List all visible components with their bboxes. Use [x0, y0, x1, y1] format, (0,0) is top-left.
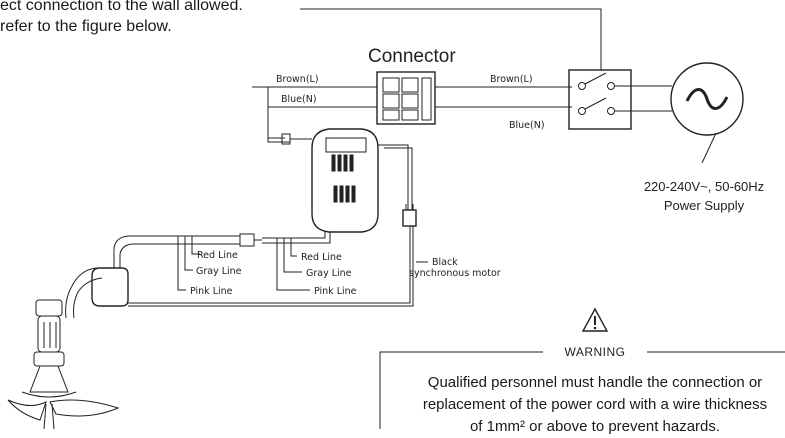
controller-unit	[311, 128, 379, 233]
switch-icon	[568, 69, 672, 130]
wire-label-brown-left: Brown(L)	[276, 74, 319, 85]
power-label: Power Supply	[664, 198, 745, 213]
warning-line-1: Qualified personnel must handle the conn…	[427, 374, 763, 391]
warning-frame	[379, 351, 785, 429]
wiring-diagram: Connector Brown(L) Blue(N) Brown(L) Blue…	[7, 8, 785, 429]
motor-label-2: synchronous motor	[409, 268, 501, 279]
wire-bundle	[113, 235, 240, 268]
warning-line-2: replacement of the power cord with a wir…	[422, 396, 768, 413]
wire-blue-left-down	[267, 107, 290, 143]
right-pink-line: Pink Line	[314, 286, 357, 297]
motor-label-1: Black	[432, 257, 458, 268]
warning-line-3: of 1mm² or above to prevent hazards.	[469, 418, 721, 435]
fan-housing	[65, 267, 129, 319]
plug-lower	[239, 233, 255, 247]
power-voltage: 220-240V~, 50-60Hz	[644, 179, 764, 194]
ac-sine-icon	[670, 62, 744, 164]
warning-text: Qualified personnel must handle the conn…	[385, 372, 785, 438]
header-line-1: ect connection to the wall allowed.	[0, 0, 243, 14]
fan-body	[7, 299, 120, 429]
warning-title: WARNING	[564, 345, 625, 359]
left-gray-line: Gray Line	[196, 266, 242, 277]
motor-plug	[402, 209, 417, 227]
wire-label-brown-right: Brown(L)	[490, 74, 533, 85]
right-wire-bracket	[276, 238, 310, 291]
left-pink-line: Pink Line	[190, 286, 233, 297]
header-leader-line	[300, 8, 602, 70]
left-red-line: Red Line	[197, 250, 238, 261]
left-wire-bracket	[177, 236, 200, 291]
connector-title: Connector	[368, 46, 456, 67]
right-red-line: Red Line	[301, 252, 342, 263]
warning-triangle-icon	[581, 307, 609, 332]
controller-cable	[262, 232, 326, 239]
header-line-2: refer to the figure below.	[0, 18, 172, 35]
wire-label-blue-right: Blue(N)	[509, 120, 545, 131]
motor-cable-right	[378, 144, 409, 210]
connector-block	[376, 71, 436, 125]
right-gray-line: Gray Line	[306, 268, 352, 279]
wire-label-blue-left: Blue(N)	[281, 94, 317, 105]
